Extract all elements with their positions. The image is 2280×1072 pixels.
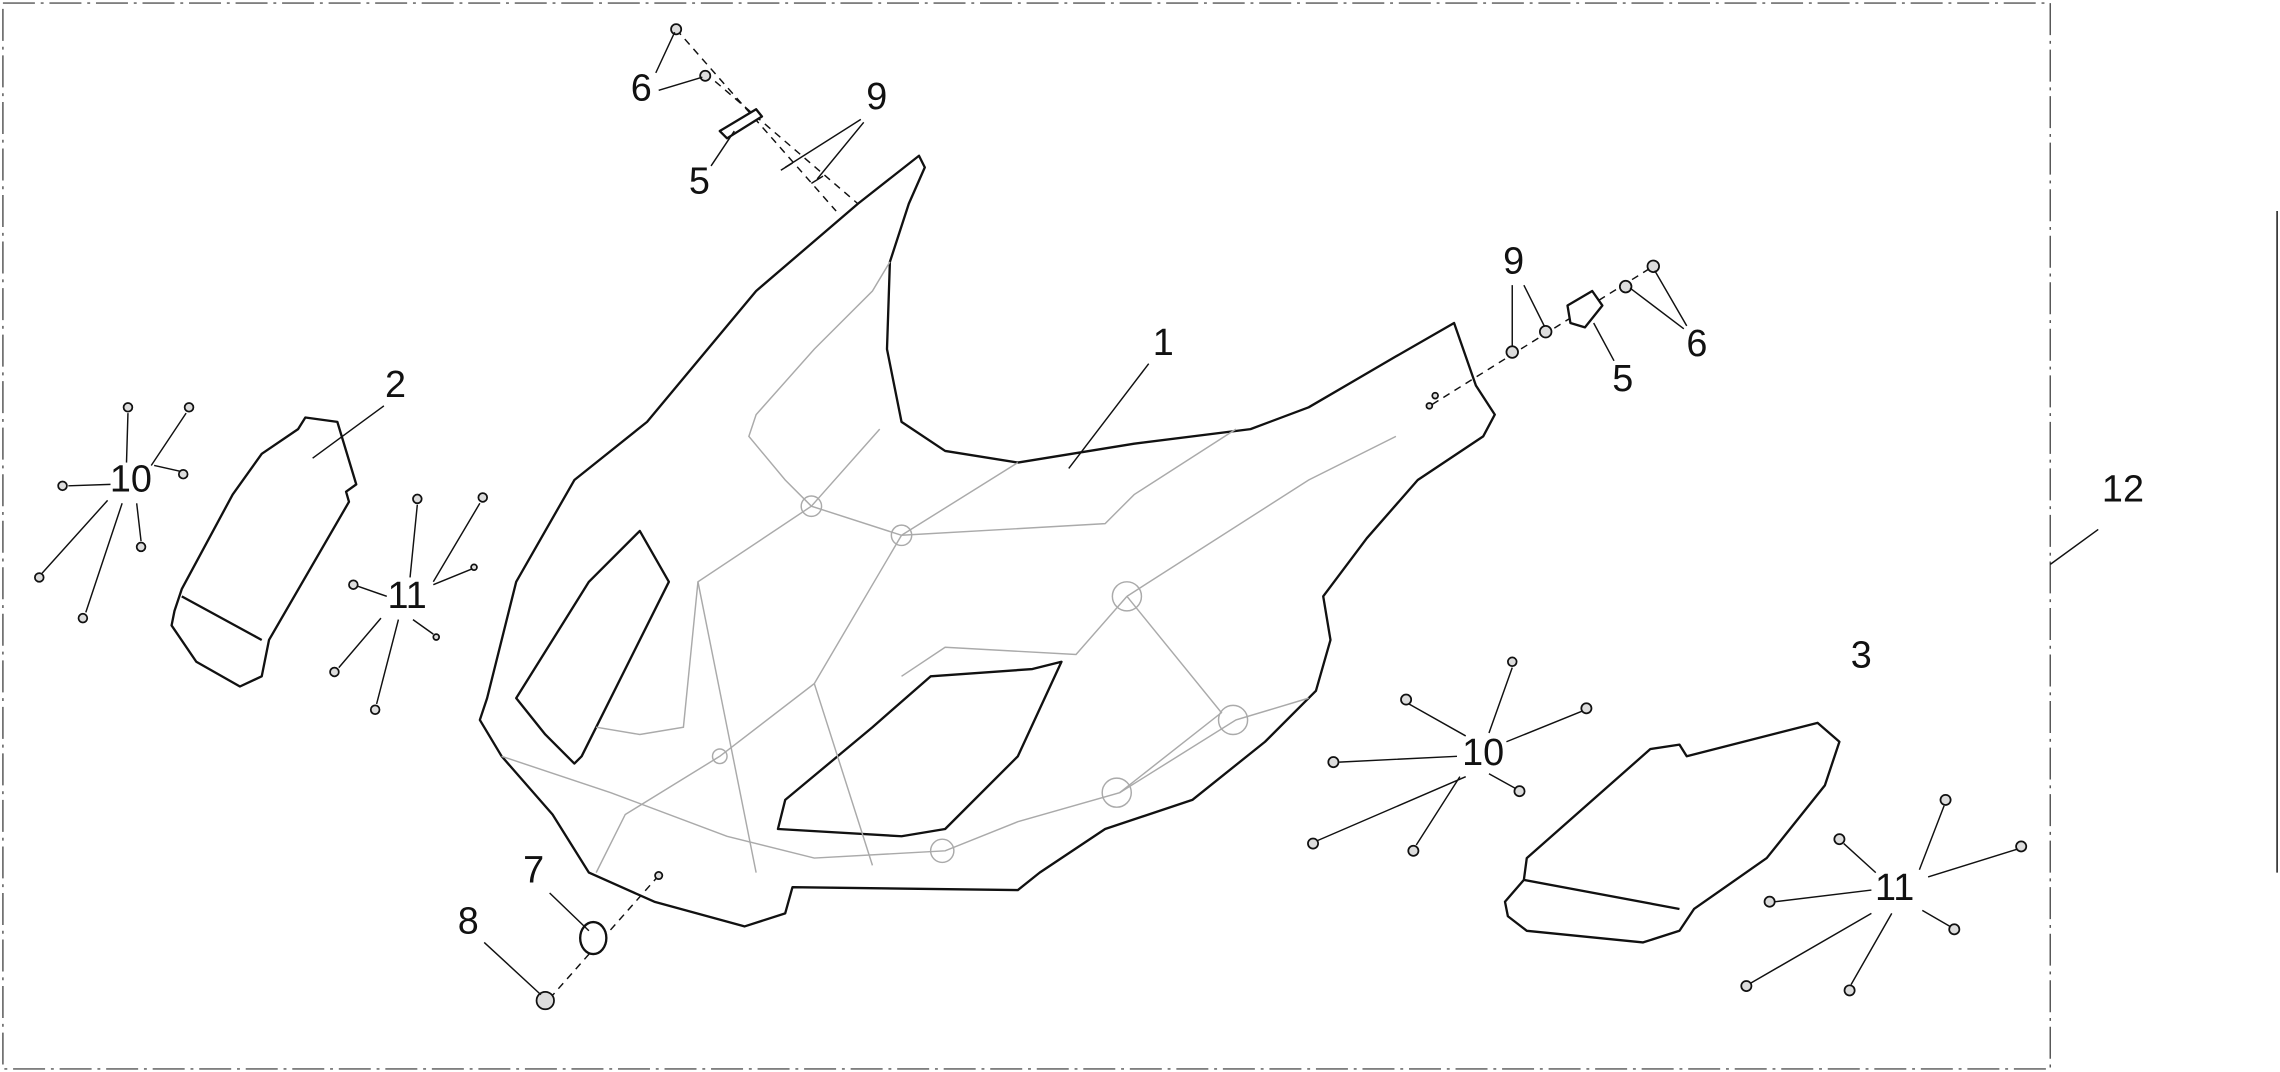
kit-frame	[2, 2, 2051, 1070]
callout-part-7: 7	[523, 850, 544, 892]
callout-part-6-top: 6	[631, 67, 652, 109]
fasteners	[34, 23, 2028, 1011]
callout-part-8: 8	[458, 900, 479, 942]
leader-lines	[41, 31, 2099, 996]
callout-part-9-top: 9	[866, 76, 887, 118]
side-panel-part-2	[170, 416, 358, 688]
callout-part-10-left: 10	[110, 458, 152, 500]
callout-part-2: 2	[385, 364, 406, 406]
assembly-line-right	[1431, 265, 1654, 406]
callout-part-5-right: 5	[1612, 358, 1633, 400]
callout-part-1: 1	[1153, 322, 1174, 364]
callout-part-5-top: 5	[689, 160, 710, 202]
callout-part-9-right: 9	[1503, 240, 1524, 282]
callout-part-11-left: 11	[388, 575, 427, 617]
callout-part-3: 3	[1851, 634, 1872, 676]
front-fairing-part-1	[478, 154, 1496, 928]
callout-part-10-right: 10	[1462, 732, 1504, 774]
callout-part-12: 12	[2102, 469, 2144, 511]
callout-part-6-right: 6	[1686, 323, 1707, 365]
callout-part-11-right: 11	[1875, 867, 1914, 909]
side-panel-part-3	[1503, 721, 1841, 944]
